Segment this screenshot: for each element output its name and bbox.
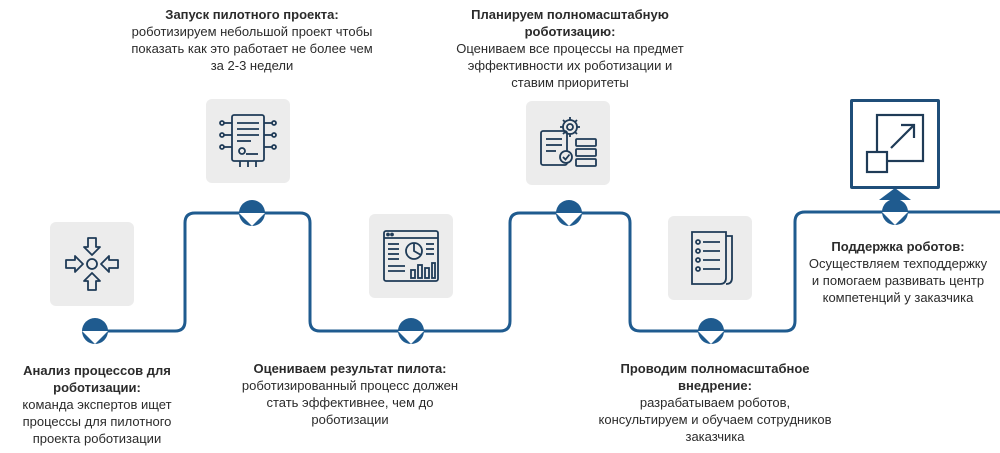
step-1-text: Анализ процессов для роботизации: команд…	[2, 362, 192, 447]
step-5-text: Проводим полномасштабное внедрение: разр…	[595, 360, 835, 445]
step-2-text: Запуск пилотного проекта: роботизируем н…	[126, 6, 378, 74]
step-6-title: Поддержка роботов:	[831, 239, 965, 254]
timeline-node-4	[556, 200, 582, 226]
arrows-converge-icon	[65, 237, 119, 291]
dashboard-icon	[383, 230, 439, 282]
step-5-title: Проводим полномасштабное внедрение:	[620, 361, 810, 393]
step-5-icon-box	[668, 216, 752, 300]
timeline-node-1	[82, 318, 108, 344]
step-3-icon-box	[369, 214, 453, 298]
step-3-text: Оцениваем результат пилота: роботизирова…	[240, 360, 460, 428]
step-1-icon-box	[50, 222, 134, 306]
step-4-text: Планируем полномасштабную роботизацию: О…	[450, 6, 690, 91]
step-1-title: Анализ процессов для роботизации:	[23, 363, 171, 395]
timeline-node-3	[398, 318, 424, 344]
timeline-node-5	[698, 318, 724, 344]
step-6-icon-box	[850, 99, 940, 189]
timeline-node-6	[879, 188, 911, 225]
step-5-description: разрабатываем роботов, консультируем и о…	[598, 395, 832, 444]
step-4-icon-box	[526, 101, 610, 185]
expand-arrow-icon	[865, 113, 925, 174]
timeline-connector	[95, 210, 1000, 333]
step-3-description: роботизированный процесс должен стать эф…	[241, 378, 459, 427]
timeline-node-2	[239, 200, 265, 226]
step-6-text: Поддержка роботов: Осуществляем техподде…	[808, 238, 988, 306]
step-2-description: роботизируем небольшой проект чтобы пока…	[131, 24, 373, 73]
step-6-description: Осуществляем техподдержку и помогаем раз…	[808, 256, 988, 305]
checklist-icon	[691, 231, 733, 285]
step-4-title: Планируем полномасштабную роботизацию:	[471, 7, 669, 39]
step-3-title: Оцениваем результат пилота:	[253, 361, 447, 376]
step-2-title: Запуск пилотного проекта:	[165, 7, 339, 22]
document-circuit-icon	[219, 114, 277, 167]
step-2-icon-box	[206, 99, 290, 183]
step-1-description: команда экспертов ищет процессы для пило…	[22, 397, 172, 446]
gear-document-icon	[540, 117, 597, 167]
step-4-description: Оцениваем все процессы на предмет эффект…	[456, 41, 684, 90]
